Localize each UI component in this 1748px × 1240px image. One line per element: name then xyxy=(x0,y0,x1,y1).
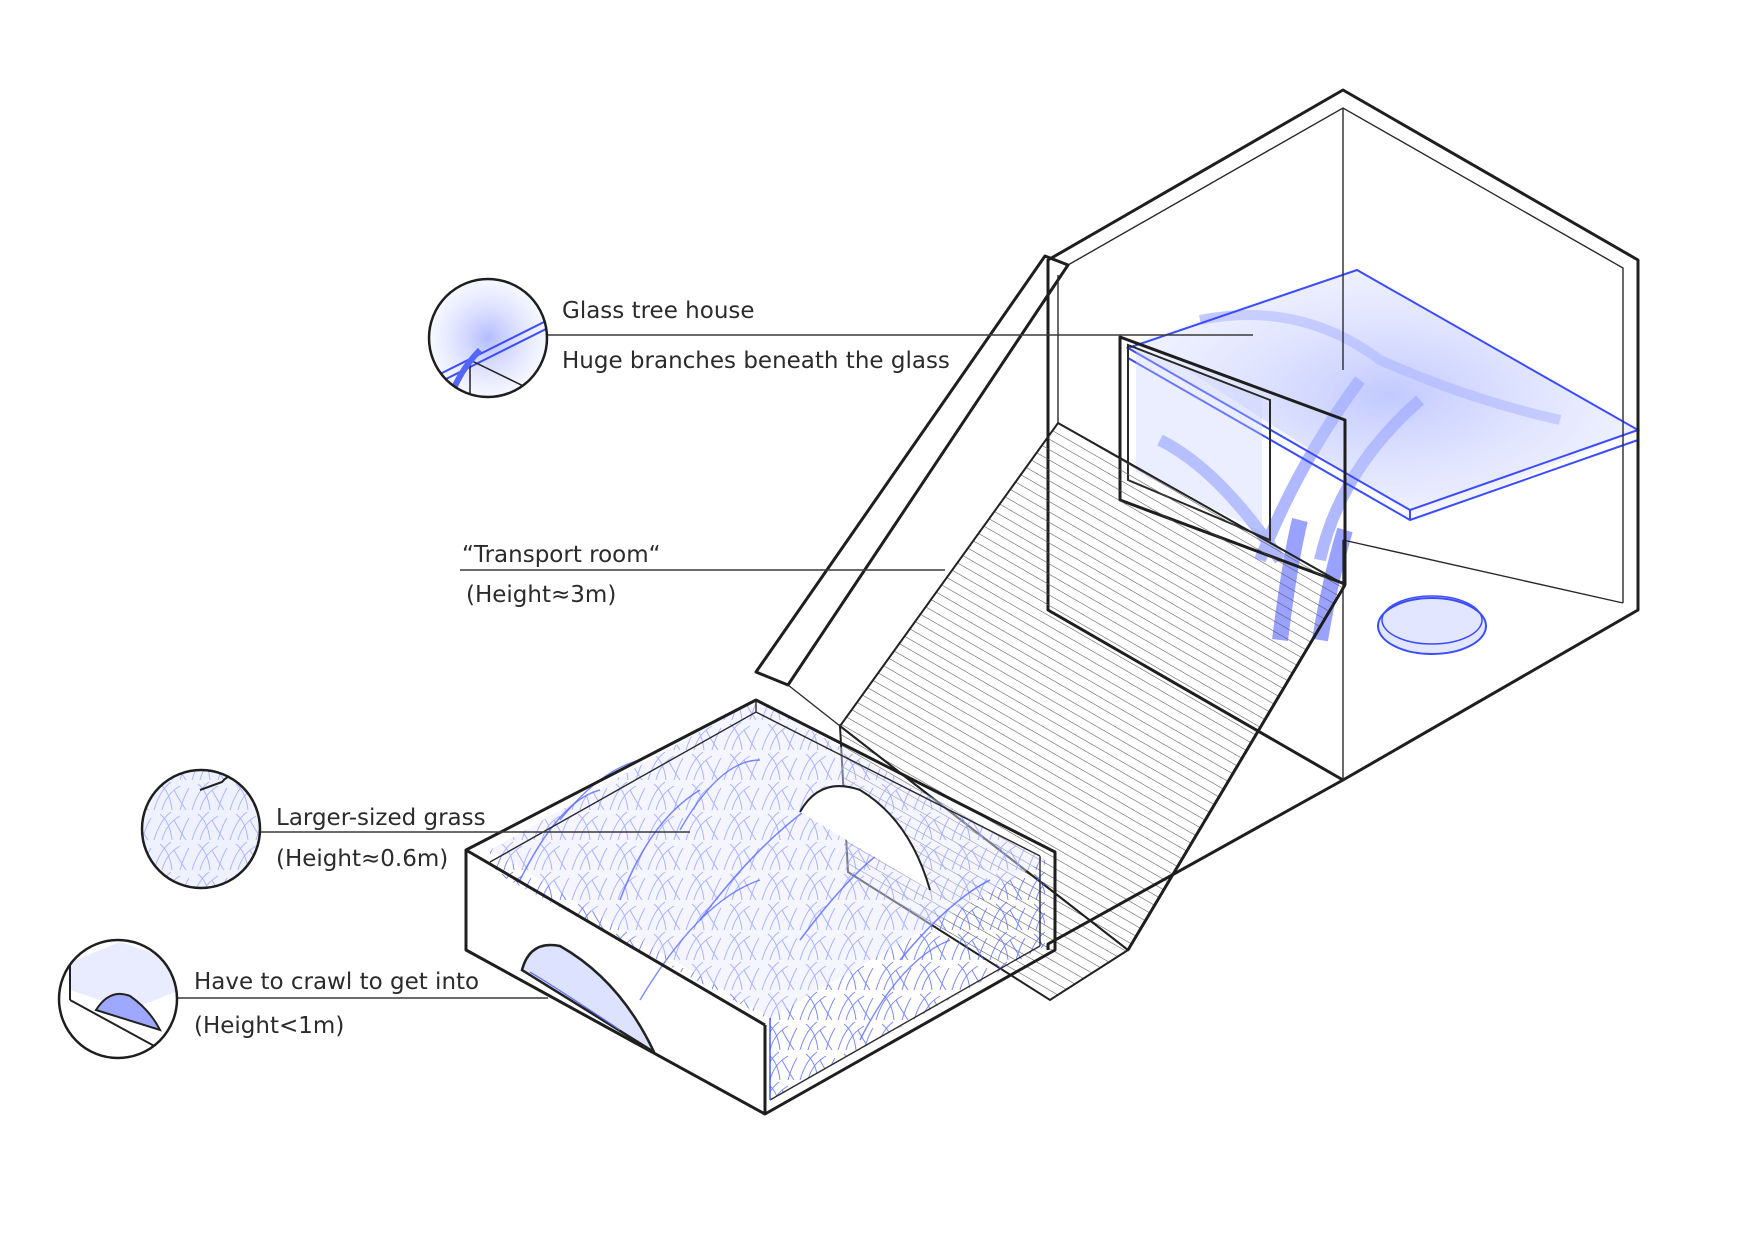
label-glass-title: Glass tree house xyxy=(562,298,755,324)
label-grass-subtitle: (Height≈0.6m) xyxy=(276,846,448,872)
detail-circle-glass xyxy=(427,277,549,399)
crawl-arch xyxy=(520,943,657,1056)
label-transport-title: “Transport room“ xyxy=(462,542,661,568)
detail-circle-grass xyxy=(140,768,262,890)
grass-field xyxy=(490,700,1045,1100)
window-opening xyxy=(1127,343,1271,542)
interior-arch xyxy=(799,785,931,891)
label-glass-subtitle: Huge branches beneath the glass xyxy=(562,348,950,374)
label-crawl-subtitle: (Height<1m) xyxy=(194,1013,344,1039)
label-transport-subtitle: (Height≈3m) xyxy=(466,582,616,608)
detail-circle-crawl xyxy=(57,938,179,1060)
tree-canopy xyxy=(1140,270,1638,520)
label-crawl-title: Have to crawl to get into xyxy=(194,969,479,995)
tree-hole xyxy=(1377,597,1487,655)
label-grass-title: Larger-sized grass xyxy=(276,805,486,831)
